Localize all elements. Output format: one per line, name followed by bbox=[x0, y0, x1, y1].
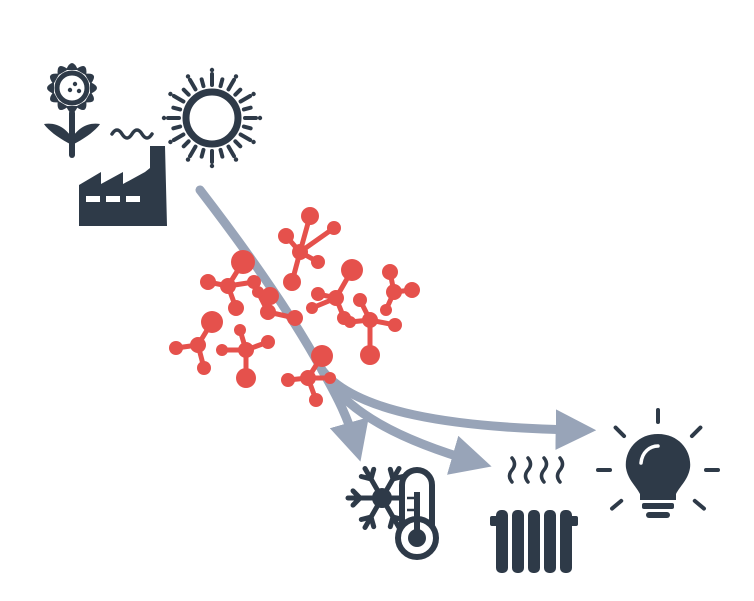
flow-arrow-to-light bbox=[317, 365, 597, 450]
radiator-icon bbox=[490, 456, 578, 573]
heat-wave-icon bbox=[110, 128, 154, 140]
molecule-icon bbox=[281, 345, 336, 407]
light-bulb-icon bbox=[596, 408, 720, 518]
molecule-icon bbox=[344, 293, 402, 365]
molecules bbox=[169, 207, 420, 407]
molecule-icon bbox=[252, 286, 303, 326]
molecule-icon bbox=[306, 259, 363, 325]
molecule-icon bbox=[200, 250, 261, 316]
molecule-icon bbox=[216, 324, 275, 388]
cooling-thermometer-icon bbox=[345, 466, 439, 560]
sun-icon bbox=[161, 67, 263, 169]
flow-arrow-trunk bbox=[195, 185, 327, 375]
sunflower-icon bbox=[44, 63, 100, 158]
molecule-icon bbox=[278, 207, 341, 291]
molecule-icon bbox=[380, 264, 420, 316]
molecule-icon bbox=[169, 311, 223, 375]
factory-icon bbox=[79, 146, 167, 226]
